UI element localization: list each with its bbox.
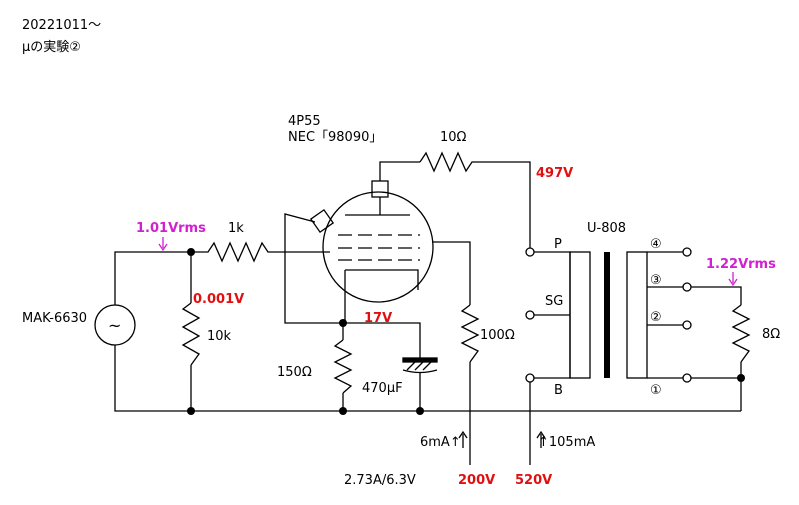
cathode-capacitor-label: 470μF — [362, 381, 403, 396]
plate-voltage-label: 497V — [536, 166, 573, 181]
source-symbol: ~ — [108, 316, 121, 335]
primary-sg-label: SG — [545, 294, 563, 309]
output-rms-label: 1.22Vrms — [706, 257, 776, 272]
primary-p-label: P — [554, 237, 562, 252]
input-resistor-label: 1k — [228, 221, 244, 236]
load-resistor-label: 8Ω — [762, 327, 780, 342]
tap2-label: ② — [650, 310, 662, 325]
date-label: 20221011～ — [22, 18, 101, 33]
screen-current-label: 6mA↑ — [420, 435, 461, 450]
screen-resistor-label: 100Ω — [480, 328, 515, 343]
tap4-label: ④ — [650, 237, 662, 252]
title-label: μの実験② — [22, 39, 81, 55]
shunt-resistor-label: 10k — [207, 329, 232, 344]
transformer-name-label: U-808 — [587, 221, 626, 236]
wiring — [94, 151, 751, 465]
heater-label: 2.73A/6.3V — [344, 473, 416, 488]
plate-resistor-label: 10Ω — [440, 130, 467, 145]
junction-dots — [187, 248, 745, 415]
plate-current-label: ↑105mA — [538, 435, 595, 450]
plate-supply-voltage-label: 520V — [515, 473, 552, 488]
terminal-circles — [525, 247, 692, 383]
tap1-label: ① — [650, 383, 662, 398]
cathode-resistor-label: 150Ω — [277, 365, 312, 380]
source-label: MAK-6630 — [22, 311, 87, 326]
tube-maker-label: NEC「98090」 — [288, 130, 382, 145]
tap3-label: ③ — [650, 273, 662, 288]
screen-supply-voltage-label: 200V — [458, 473, 495, 488]
measurement-arrows — [158, 237, 738, 287]
primary-b-label: B — [554, 383, 563, 398]
input-rms-label: 1.01Vrms — [136, 221, 206, 236]
grid-voltage-label: 0.001V — [193, 292, 244, 307]
tube-type-label: 4P55 — [288, 114, 321, 129]
cathode-voltage-label: 17V — [364, 311, 392, 326]
